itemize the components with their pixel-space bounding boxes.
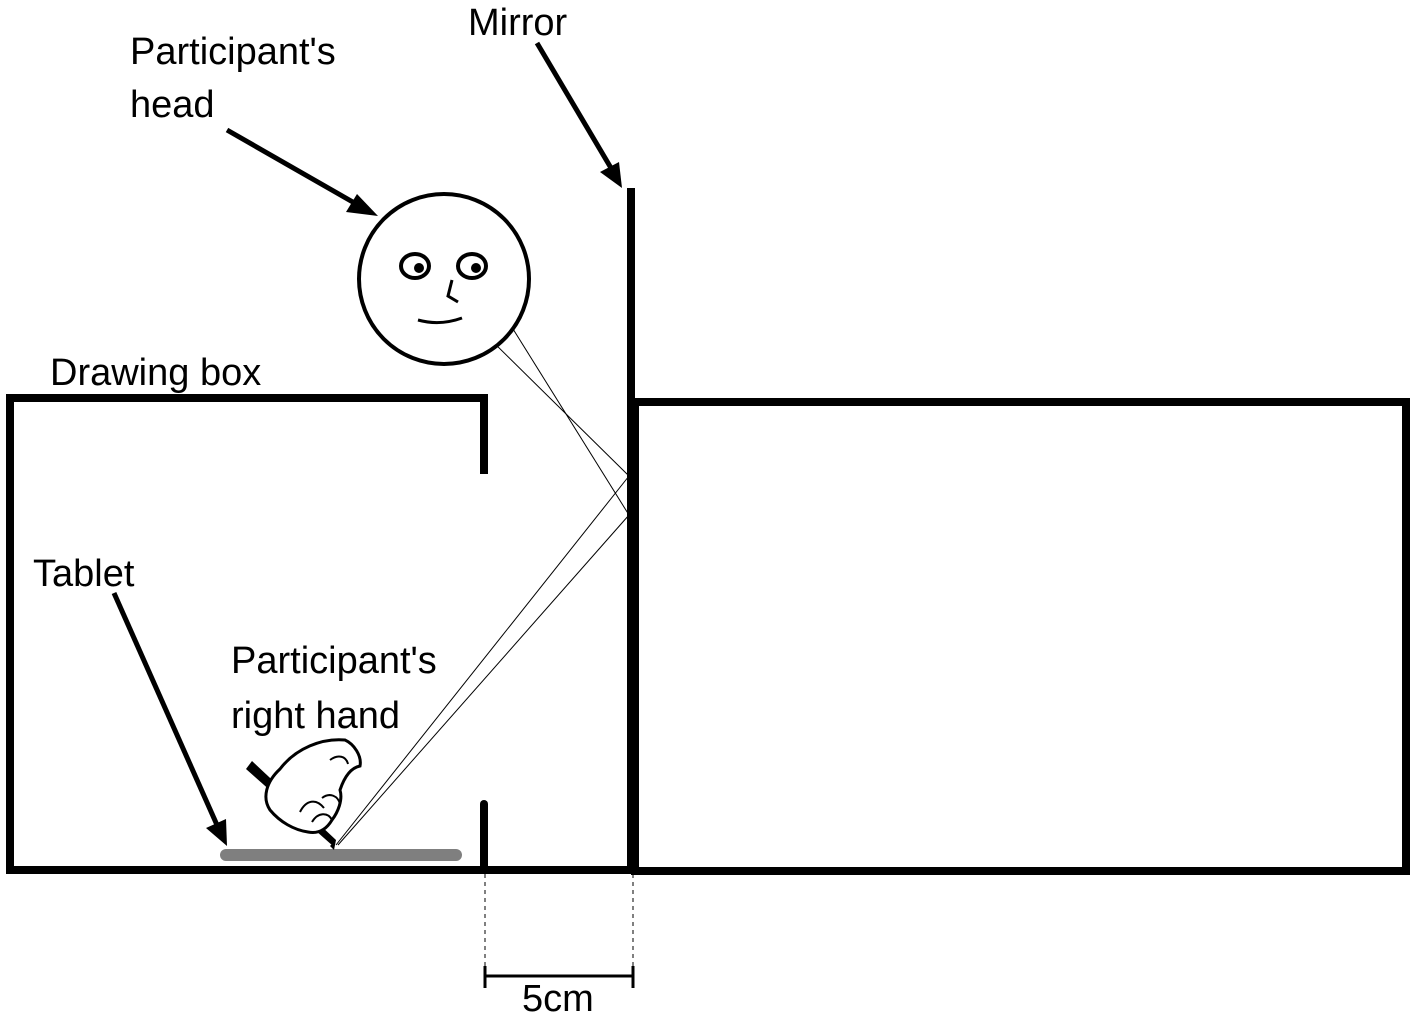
mirror-box [631,398,1410,875]
ray-mirror-to-pen-b [337,514,630,846]
participant-hand-label-line2: right hand [231,695,400,737]
tablet-label: Tablet [33,553,135,595]
drawing-box-label: Drawing box [50,352,261,394]
mirror-arrow [534,41,622,188]
head-arrow [225,127,378,216]
drawing-box [6,394,488,874]
scale-label: 5cm [522,978,594,1019]
participant-head-label-line1: Participant's [130,31,336,73]
tablet-arrow [111,591,227,846]
hand-holding-pen-icon [246,738,362,850]
scale-bar [483,874,635,988]
mirror-label: Mirror [468,2,568,44]
participant-head-label-line2: head [130,84,215,126]
smiling-face-icon [357,192,531,366]
drawing-box-outline [6,394,488,874]
ray-mirror-to-pen-a [335,475,630,846]
participant-hand-label-line1: Participant's [231,640,437,682]
